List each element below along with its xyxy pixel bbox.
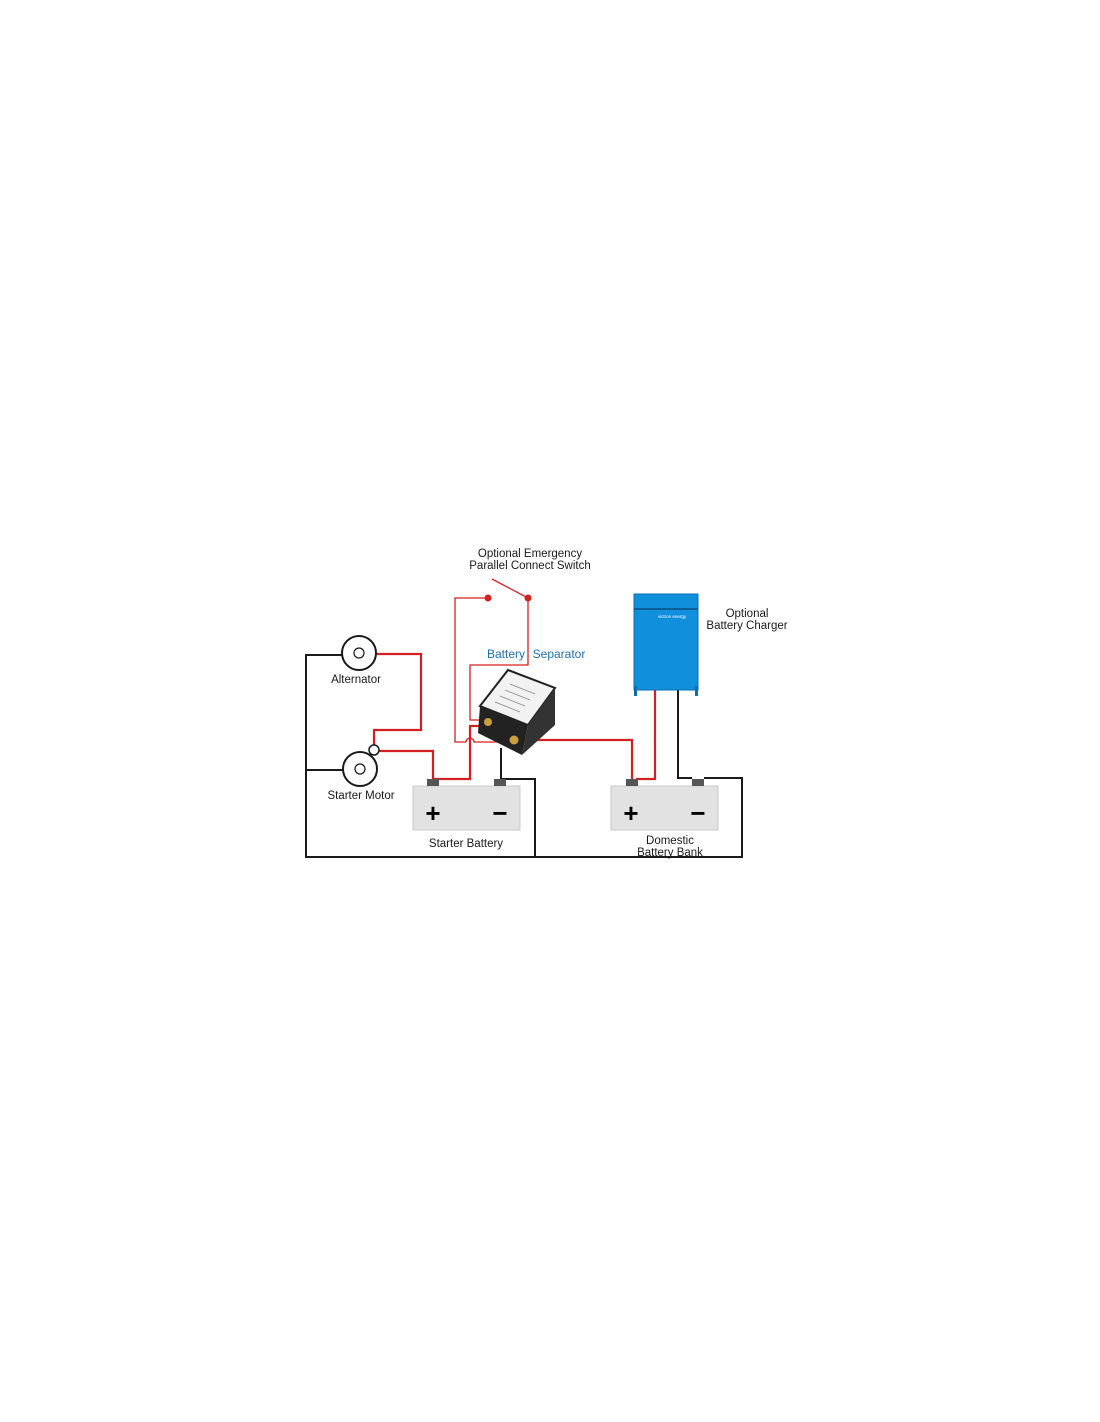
battery-charger: victron energy: [633, 593, 699, 696]
charger-positive-wire: [636, 690, 657, 781]
starter-motor: [342, 744, 380, 787]
alternator-label: Alternator: [331, 674, 381, 686]
starter-battery-positive-wire: [433, 724, 484, 781]
switch-label-line2: Parallel Connect Switch: [469, 560, 590, 572]
switch-contact-left: [484, 594, 492, 602]
red-wires: [372, 652, 657, 781]
charger-negative-wire: [677, 690, 692, 779]
alternator-positive-wire: [372, 652, 423, 745]
starter-motor-label: Starter Motor: [327, 790, 394, 802]
switch-contact-right: [524, 594, 532, 602]
domestic-battery-bank: [610, 779, 719, 831]
domestic-label-line1: Domestic: [646, 835, 694, 847]
black-wires: [305, 654, 743, 858]
separator-ground-wire: [500, 748, 536, 857]
domestic-positive-wire: [516, 738, 634, 779]
starter-battery-label: Starter Battery: [429, 838, 503, 850]
separator-label-word1: Battery: [487, 647, 525, 661]
domestic-battery-minus: −: [690, 798, 705, 828]
switch-label-line1: Optional Emergency: [478, 548, 582, 560]
charger-label-line1: Optional: [726, 608, 769, 620]
starter-motor-positive-wire: [379, 749, 435, 779]
domestic-battery-plus: +: [623, 798, 638, 828]
alternator: [341, 635, 377, 671]
switch-wire-right: [469, 598, 529, 721]
charger-brand-logo: victron energy: [658, 614, 687, 619]
ground-loop-wire: [305, 654, 743, 858]
switch-wire-left: [454, 597, 488, 743]
switch-lever: [491, 578, 529, 599]
separator-label-word2: Separator: [533, 647, 586, 661]
domestic-label-line2: Battery Bank: [637, 847, 703, 859]
starter-battery-plus: +: [425, 798, 440, 828]
charger-label-line2: Battery Charger: [706, 620, 787, 632]
battery-separator-device: [478, 668, 557, 755]
starter-battery: [412, 779, 521, 831]
starter-battery-minus: −: [492, 798, 507, 828]
